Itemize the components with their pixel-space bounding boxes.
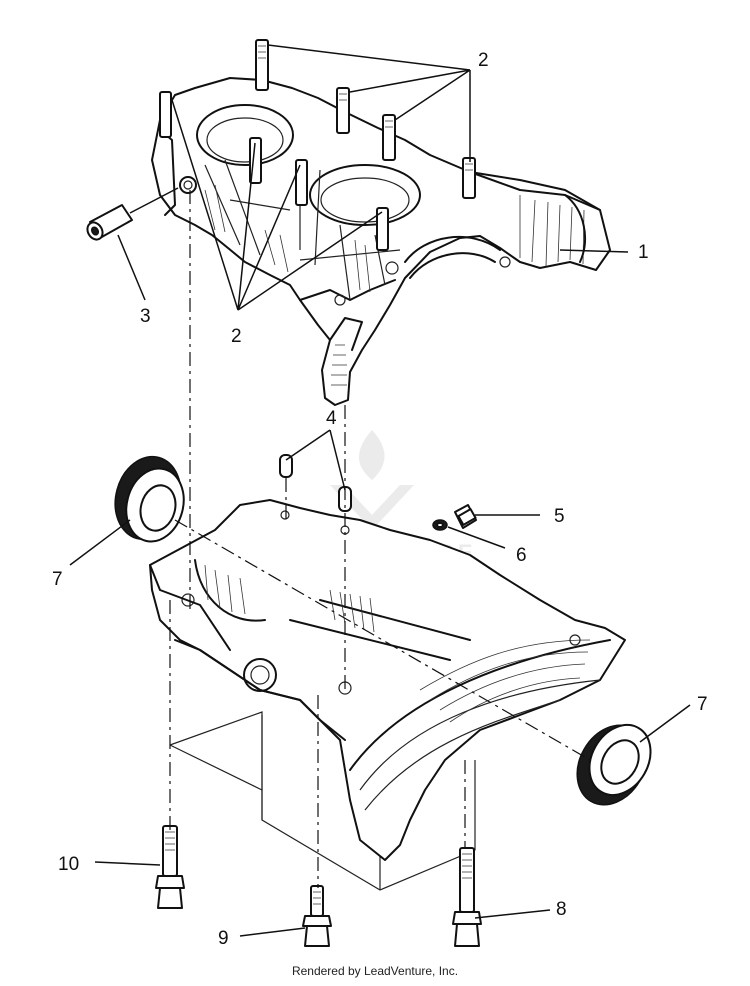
callout-5: 5	[554, 506, 565, 527]
callout-4: 4	[326, 408, 337, 429]
leader-lines	[69, 44, 691, 937]
stud-8	[376, 207, 389, 251]
stud-2	[336, 87, 350, 134]
sleeve-fitting	[86, 187, 179, 241]
stud-3	[382, 114, 396, 161]
dowel-pin-1	[279, 454, 293, 478]
bolt-9	[302, 885, 332, 947]
bolt-5	[454, 504, 477, 529]
callout-9: 9	[218, 928, 229, 949]
callout-10: 10	[58, 854, 79, 875]
stud-1	[255, 39, 269, 91]
stud-4	[462, 157, 476, 199]
callout-labels: 1 2 2 3 4 5 6 7 7 8 9 10	[52, 50, 708, 949]
callout-1: 1	[638, 242, 649, 263]
bolt-10	[155, 825, 185, 909]
washer-6	[432, 519, 448, 531]
footer-credit: Rendered by LeadVenture, Inc.	[291, 964, 459, 978]
stud-7	[295, 159, 308, 206]
crankshaft-seal-left	[114, 455, 185, 543]
sleeve-leader	[129, 187, 179, 214]
callout-7-right: 7	[697, 694, 708, 715]
callout-7-left: 7	[52, 569, 63, 590]
bolt-8	[452, 847, 482, 947]
callout-8: 8	[556, 899, 567, 920]
crankshaft-seal-right	[576, 724, 652, 806]
callout-3: 3	[140, 306, 151, 327]
crankcase-lower	[149, 499, 626, 891]
dowel-pins	[279, 454, 352, 512]
callout-6: 6	[516, 545, 527, 566]
alignment-lines	[169, 190, 591, 888]
leader-1	[559, 249, 629, 253]
callout-2-top: 2	[478, 50, 489, 71]
callout-2-bottom: 2	[231, 326, 242, 347]
stud-5	[159, 91, 172, 138]
